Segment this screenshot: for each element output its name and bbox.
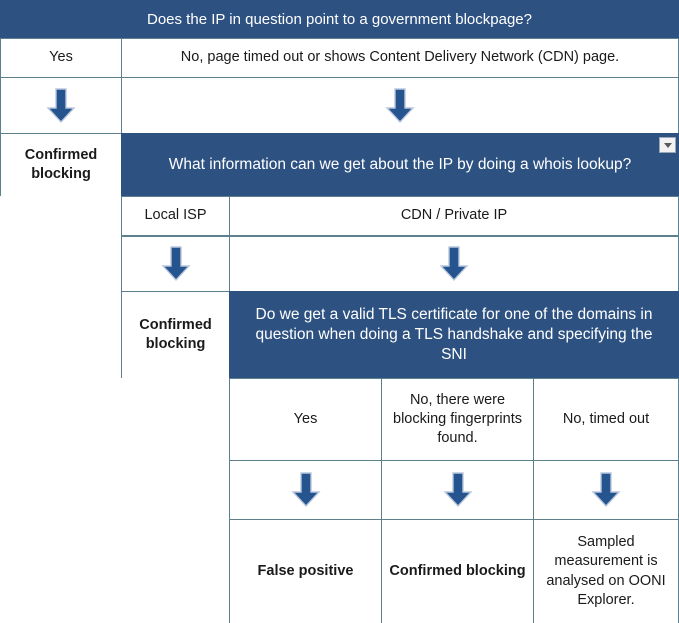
empty-cell	[0, 291, 122, 379]
level3-outcome-ooni-explorer: Sampled measurement is analysed on OONI …	[533, 519, 679, 623]
level3-arrow-fingerprints-cell	[381, 460, 534, 520]
empty-cell	[0, 460, 122, 520]
down-arrow-icon	[385, 87, 415, 124]
level1-arrow-no-cell	[121, 77, 679, 134]
level3-branch-fingerprints: No, there were blocking fingerprints fou…	[381, 378, 534, 461]
level2-branch-local-isp: Local ISP	[121, 196, 230, 236]
chevron-down-icon	[663, 142, 672, 148]
level2-arrow-cdn-cell	[229, 236, 679, 292]
filter-dropdown-button[interactable]	[659, 137, 676, 153]
level1-outcome-confirmed-blocking: Confirmed blocking	[0, 133, 122, 197]
empty-cell	[0, 378, 122, 461]
down-arrow-icon	[442, 472, 473, 508]
level1-branch-yes: Yes	[0, 38, 122, 78]
level1-question-banner: Does the IP in question point to a gover…	[0, 0, 679, 39]
empty-cell	[0, 236, 122, 292]
empty-cell	[121, 460, 230, 520]
down-arrow-icon	[46, 87, 76, 124]
level3-arrow-timed-out-cell	[533, 460, 679, 520]
down-arrow-icon	[439, 246, 469, 282]
down-arrow-icon	[290, 472, 321, 508]
empty-cell	[121, 519, 230, 623]
level2-question-banner: What information can we get about the IP…	[121, 133, 679, 197]
level3-question-banner: Do we get a valid TLS certificate for on…	[229, 291, 679, 379]
down-arrow-icon	[160, 246, 191, 282]
level2-branch-cdn: CDN / Private IP	[229, 196, 679, 236]
level1-branch-no: No, page timed out or shows Content Deli…	[121, 38, 679, 78]
level3-outcome-confirmed-blocking: Confirmed blocking	[381, 519, 534, 623]
level3-branch-timed-out: No, timed out	[533, 378, 679, 461]
level3-outcome-false-positive: False positive	[229, 519, 382, 623]
empty-cell	[121, 378, 230, 461]
level3-arrow-yes-cell	[229, 460, 382, 520]
empty-cell	[0, 519, 122, 623]
level1-arrow-yes-cell	[0, 77, 122, 134]
level3-branch-yes: Yes	[229, 378, 382, 461]
down-arrow-icon	[591, 472, 621, 508]
level2-arrow-local-isp-cell	[121, 236, 230, 292]
empty-cell	[0, 196, 122, 236]
level2-outcome-confirmed-blocking: Confirmed blocking	[121, 291, 230, 379]
